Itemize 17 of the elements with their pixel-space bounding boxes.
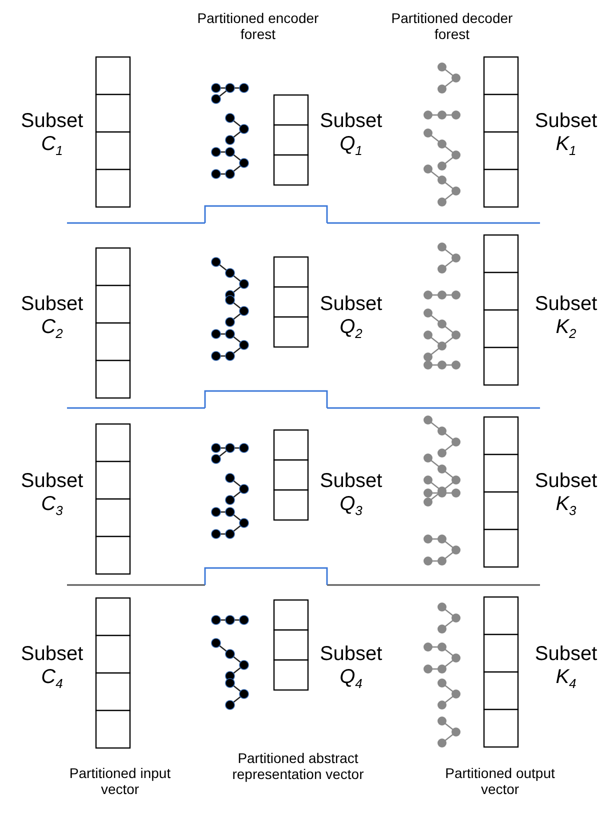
- caption-label: Partitioned decoder forest: [390, 10, 514, 42]
- subset-label: Subset C$_{3}$: [20, 470, 84, 519]
- subset-label: Subset K$_{4}$: [534, 643, 598, 692]
- caption-label: Partitioned encoder forest: [196, 10, 320, 42]
- subset-label: Subset K$_{1}$: [534, 110, 598, 159]
- subset-label: Subset C$_{1}$: [20, 110, 84, 159]
- caption-label: Partitioned input vector: [68, 765, 172, 798]
- subset-label: Subset C$_{2}$: [20, 293, 84, 342]
- subset-label: Subset Q$_{1}$: [318, 110, 384, 159]
- caption-label: Partitioned output vector: [444, 765, 556, 798]
- subset-label: Subset K$_{3}$: [534, 470, 598, 519]
- subset-label: Subset Q$_{3}$: [318, 470, 384, 519]
- caption-label: Partitioned abstract representation vector: [231, 750, 365, 782]
- subset-label: Subset Q$_{4}$: [318, 643, 384, 692]
- subset-label: Subset C$_{4}$: [20, 643, 84, 692]
- subset-label: Subset Q$_{2}$: [318, 293, 384, 342]
- subset-label: Subset K$_{2}$: [534, 293, 598, 342]
